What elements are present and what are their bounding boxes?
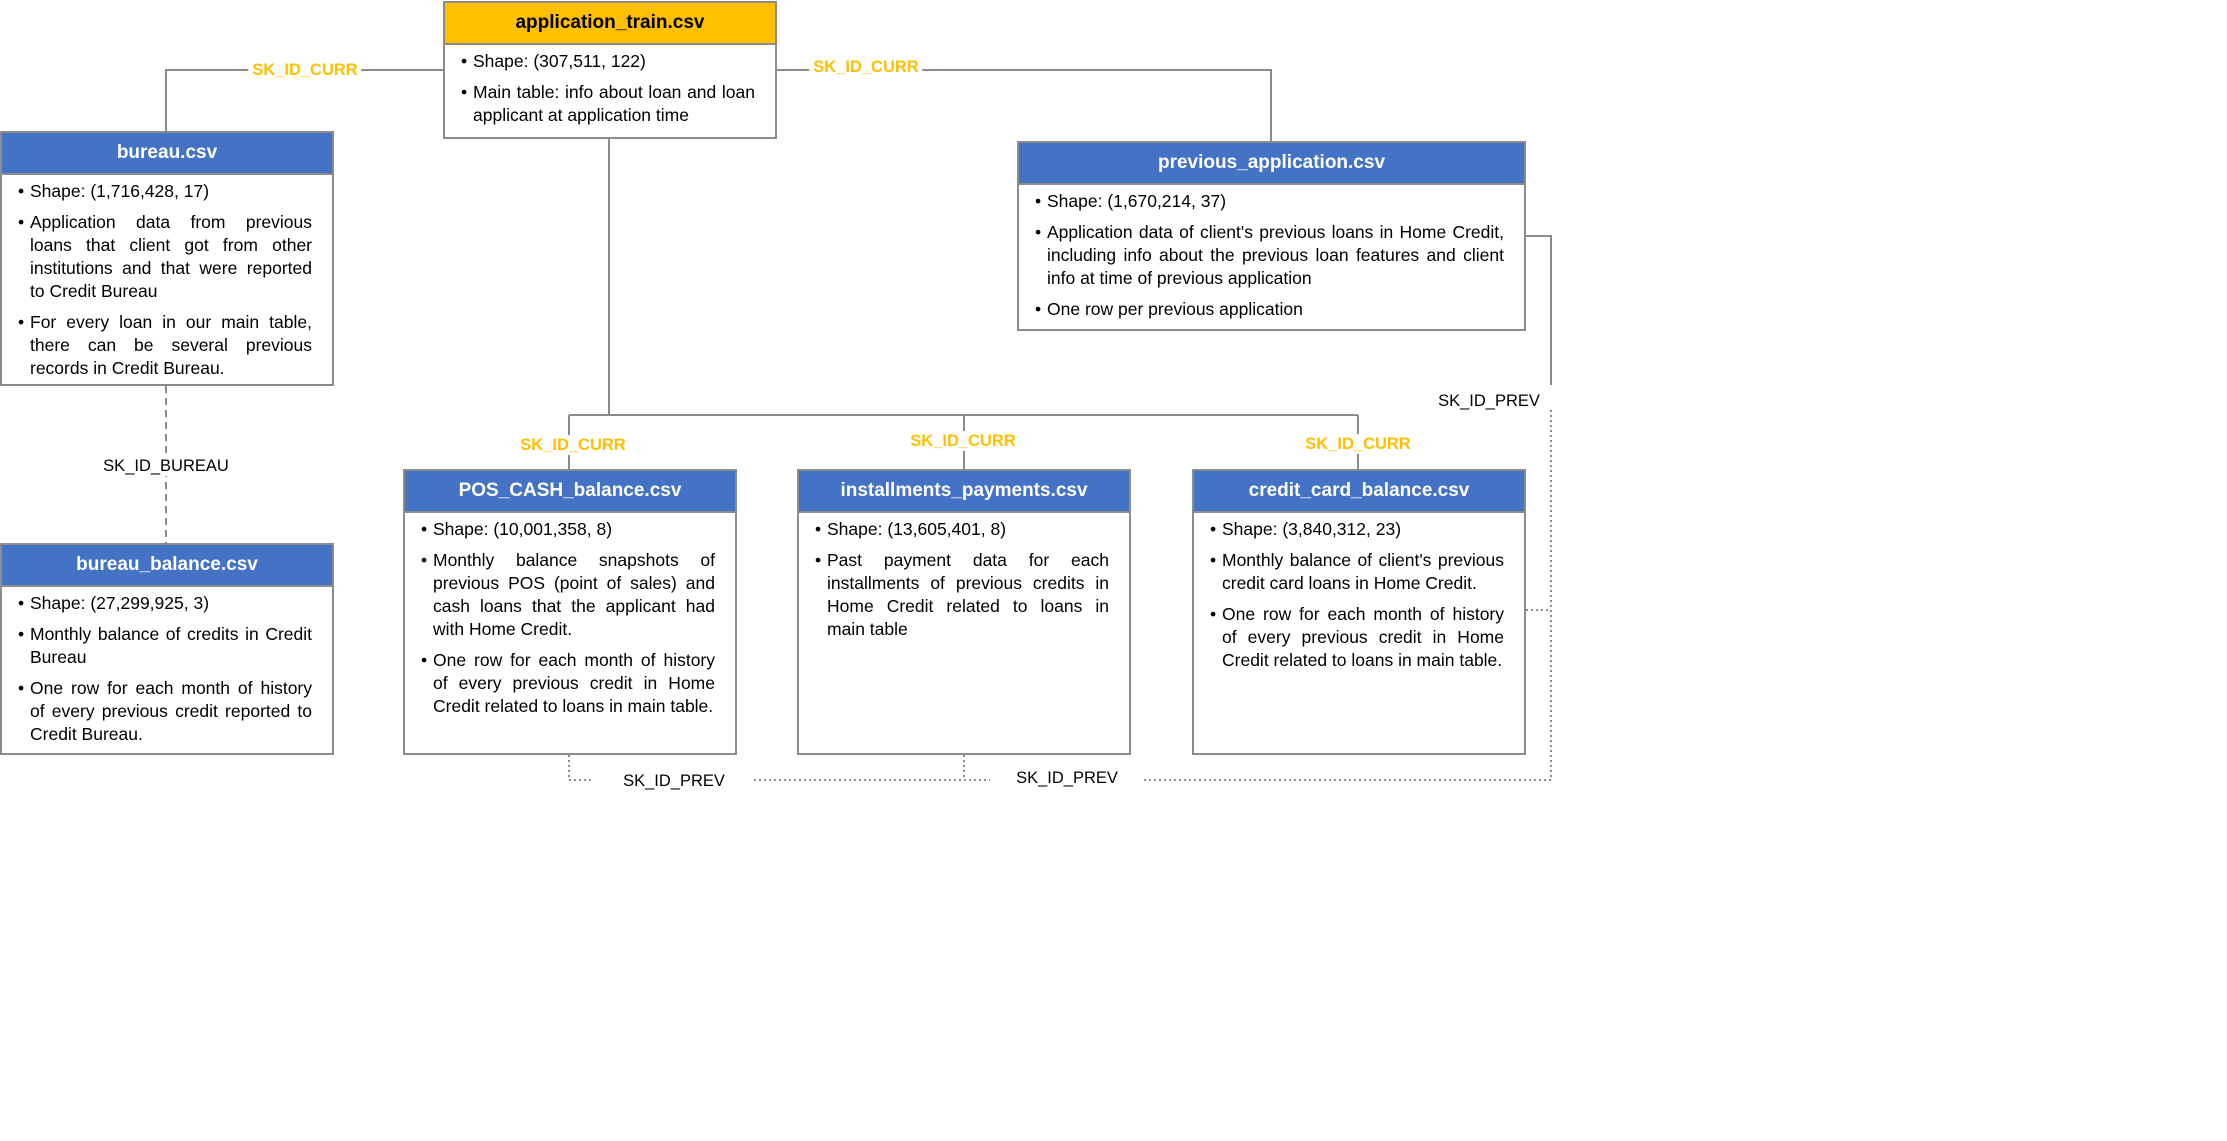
link-previous-right	[1526, 235, 1552, 385]
table-title: application_train.csv	[445, 3, 775, 45]
table-title: credit_card_balance.csv	[1194, 471, 1524, 513]
bullet-item: Shape: (1,670,214, 37)	[1035, 190, 1504, 213]
bullet-item: One row for each month of history of eve…	[1210, 603, 1504, 672]
bullet-item: Past payment data for each installments …	[815, 549, 1109, 641]
bullet-list: Shape: (13,605,401, 8) Past payment data…	[799, 513, 1129, 653]
key-label-prev-right: SK_ID_PREV	[1434, 391, 1544, 411]
bullet-item: One row per previous application	[1035, 298, 1504, 321]
link-prev-dotted-left	[568, 755, 594, 781]
key-label-prev-bottom-right: SK_ID_PREV	[1012, 768, 1122, 788]
link-main-previous	[776, 69, 1272, 141]
bullet-item: Shape: (1,716,428, 17)	[18, 180, 312, 203]
bullet-item: Shape: (307,511, 122)	[461, 50, 755, 73]
table-credit-card-balance: credit_card_balance.csv Shape: (3,840,31…	[1192, 469, 1526, 755]
bullet-list: Shape: (10,001,358, 8) Monthly balance s…	[405, 513, 735, 730]
bullet-item: Shape: (13,605,401, 8)	[815, 518, 1109, 541]
key-label-curr-installments: SK_ID_CURR	[906, 431, 1020, 451]
bullet-list: Shape: (1,716,428, 17) Application data …	[2, 175, 332, 392]
key-label-curr-pos: SK_ID_CURR	[516, 435, 630, 455]
bullet-item: One row for each month of history of eve…	[421, 649, 715, 718]
bullet-list: Shape: (307,511, 122) Main table: info a…	[445, 45, 775, 139]
table-previous-application: previous_application.csv Shape: (1,670,2…	[1017, 141, 1526, 331]
bullet-item: Monthly balance of client's previous cre…	[1210, 549, 1504, 595]
bullet-item: Application data of client's previous lo…	[1035, 221, 1504, 290]
table-application-train: application_train.csv Shape: (307,511, 1…	[443, 1, 777, 139]
table-bureau: bureau.csv Shape: (1,716,428, 17) Applic…	[0, 131, 334, 386]
bullet-item: Shape: (3,840,312, 23)	[1210, 518, 1504, 541]
bullet-list: Shape: (1,670,214, 37) Application data …	[1019, 185, 1524, 333]
table-title: previous_application.csv	[1019, 143, 1524, 185]
table-title: POS_CASH_balance.csv	[405, 471, 735, 513]
bullet-list: Shape: (3,840,312, 23) Monthly balance o…	[1194, 513, 1524, 684]
bullet-item: Shape: (27,299,925, 3)	[18, 592, 312, 615]
bullet-item: Main table: info about loan and loan app…	[461, 81, 755, 127]
key-label-bureau-id: SK_ID_BUREAU	[99, 456, 233, 476]
bullet-item: Shape: (10,001,358, 8)	[421, 518, 715, 541]
bullet-item: One row for each month of history of eve…	[18, 677, 312, 746]
table-installments-payments: installments_payments.csv Shape: (13,605…	[797, 469, 1131, 755]
bullet-item: Application data from previous loans tha…	[18, 211, 312, 303]
key-label-curr-credit-card: SK_ID_CURR	[1301, 434, 1415, 454]
table-bureau-balance: bureau_balance.csv Shape: (27,299,925, 3…	[0, 543, 334, 755]
bullet-item: For every loan in our main table, there …	[18, 311, 312, 380]
table-pos-cash-balance: POS_CASH_balance.csv Shape: (10,001,358,…	[403, 469, 737, 755]
key-label-prev-bottom-left: SK_ID_PREV	[619, 771, 729, 791]
key-label-curr-bureau: SK_ID_CURR	[248, 60, 362, 80]
table-title: installments_payments.csv	[799, 471, 1129, 513]
link-prev-dotted-right	[1144, 410, 1552, 781]
bullet-item: Monthly balance snapshots of previous PO…	[421, 549, 715, 641]
bullet-item: Monthly balance of credits in Credit Bur…	[18, 623, 312, 669]
key-label-curr-previous: SK_ID_CURR	[809, 57, 923, 77]
bullet-list: Shape: (27,299,925, 3) Monthly balance o…	[2, 587, 332, 758]
table-title: bureau.csv	[2, 133, 332, 175]
table-title: bureau_balance.csv	[2, 545, 332, 587]
